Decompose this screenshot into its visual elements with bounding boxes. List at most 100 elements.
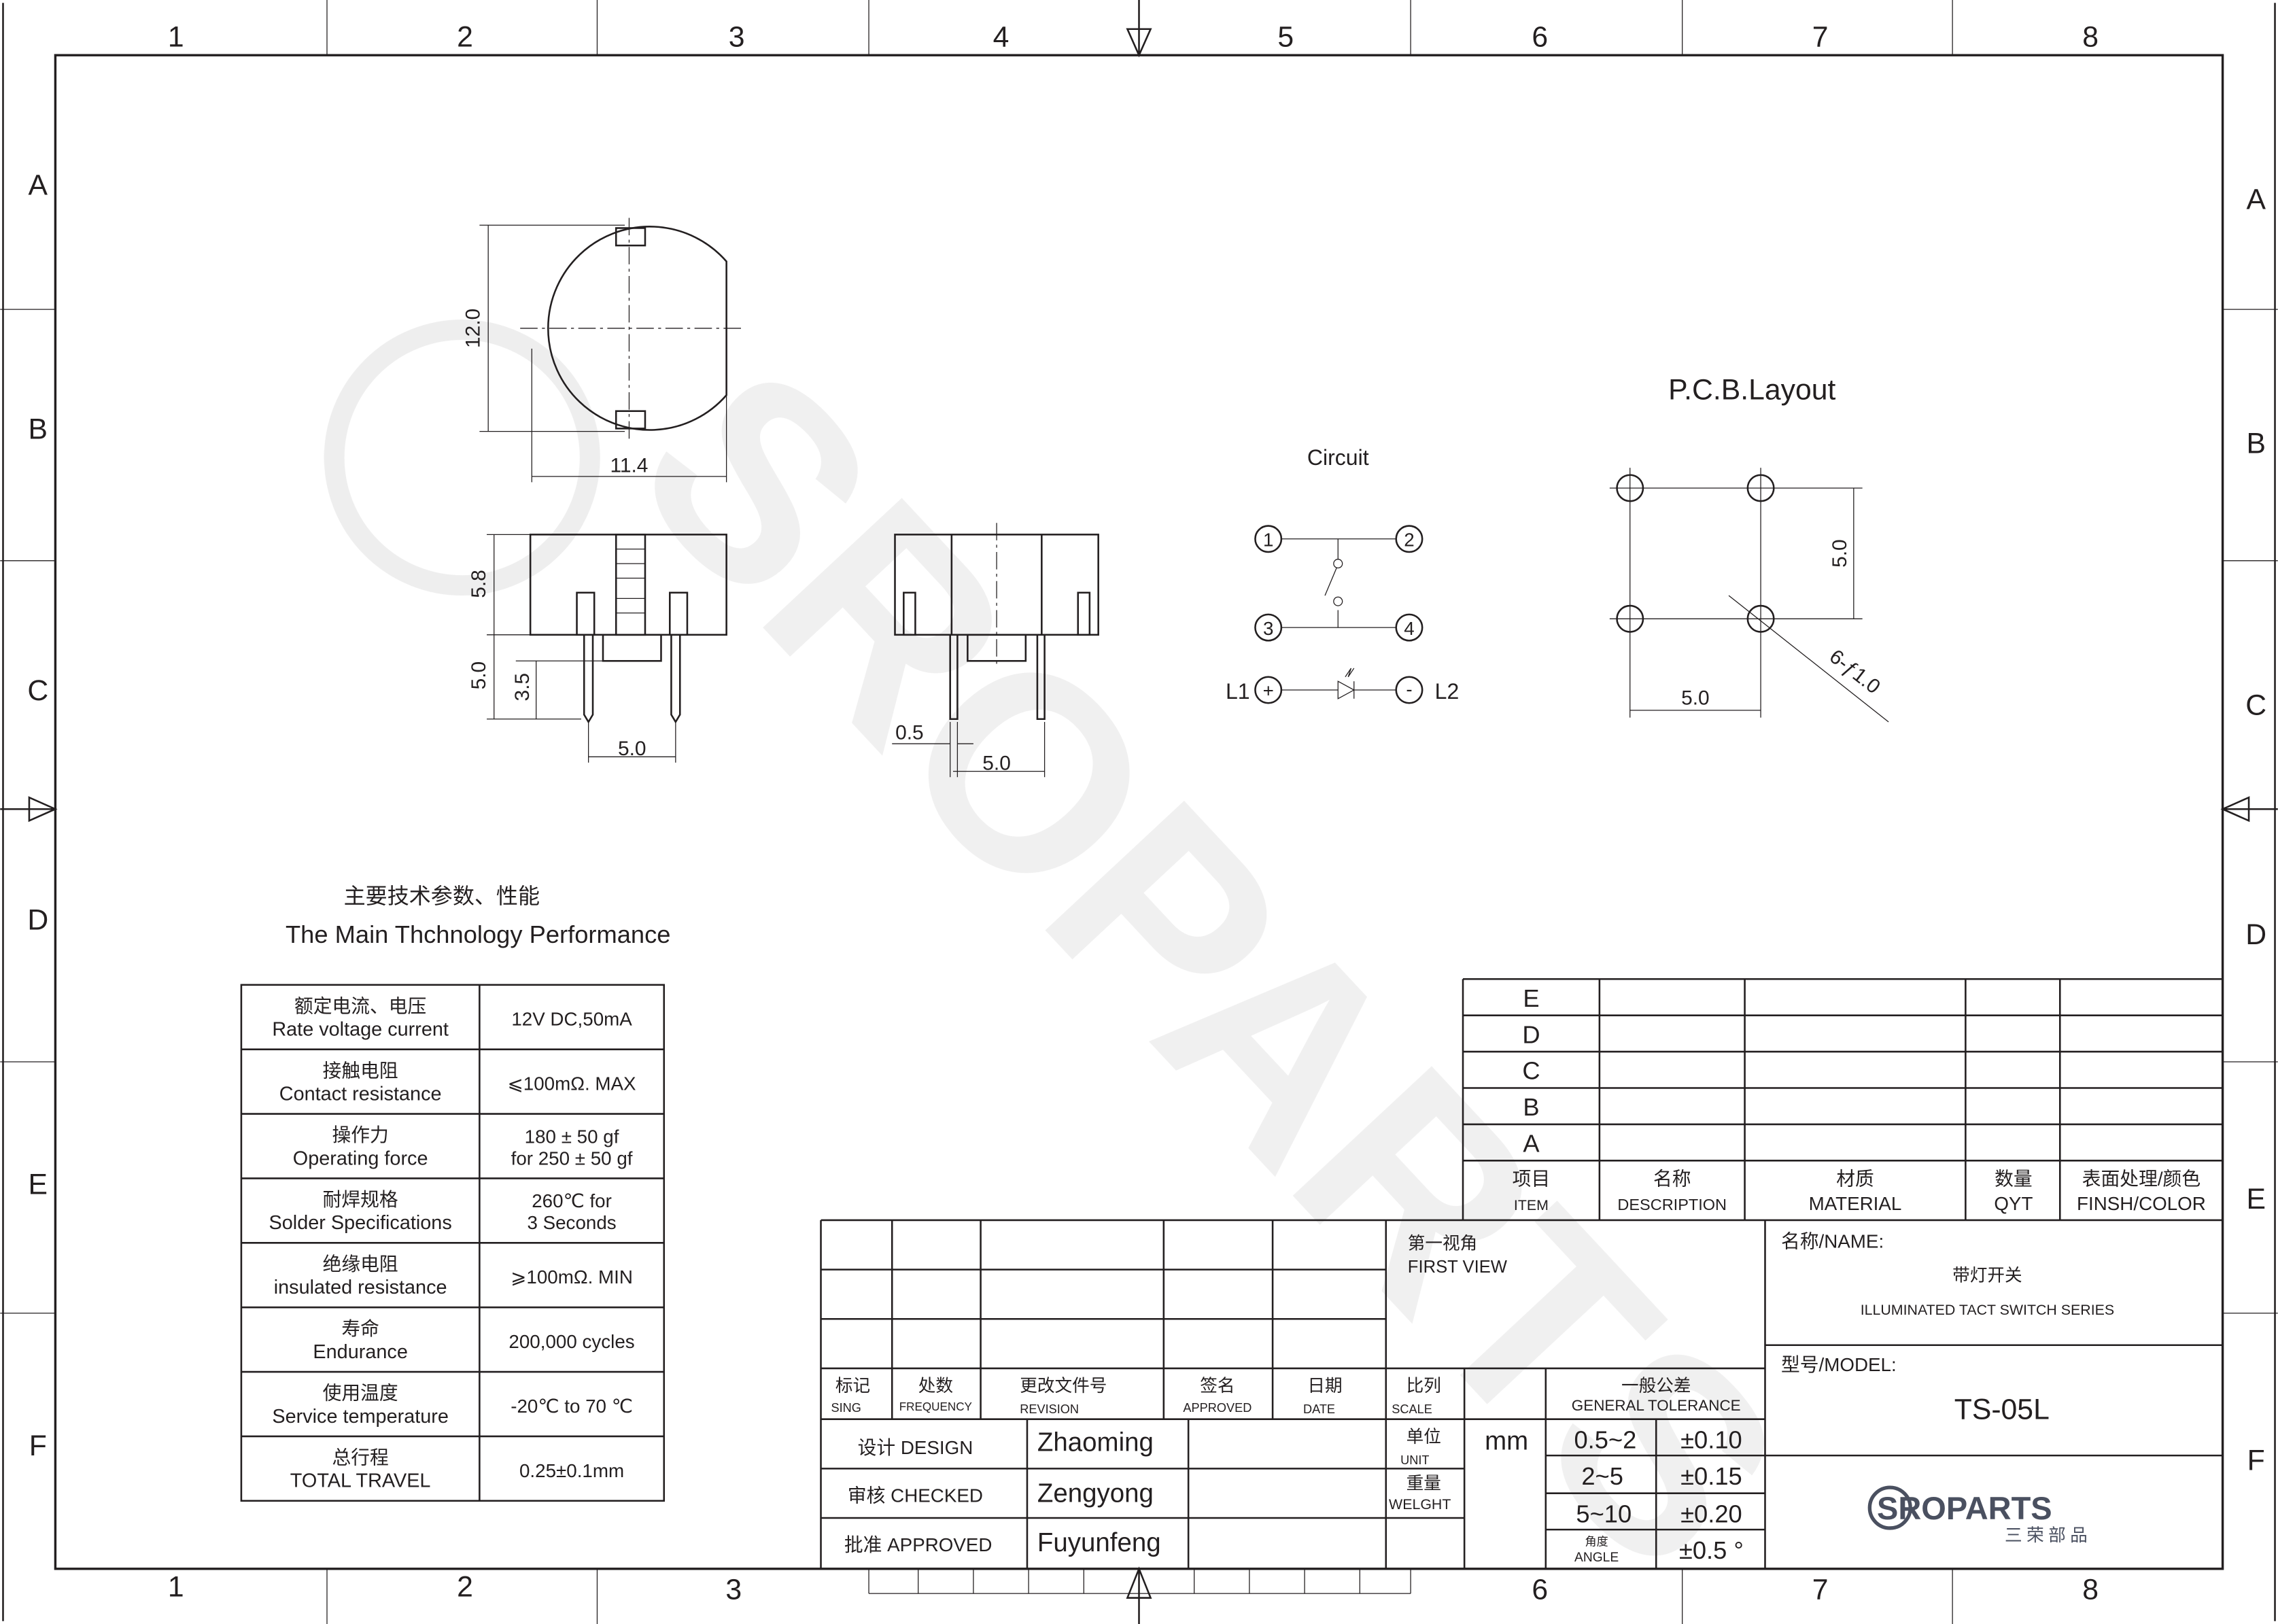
bom-header: 表面处理/颜色	[2082, 1169, 2201, 1190]
unit-label-en: UNIT	[1400, 1453, 1429, 1467]
top-view: 12.0 11.4	[462, 218, 742, 483]
dim-pcb-vertical: 5.0	[1829, 539, 1851, 568]
spec-value: 12V DC,50mA	[511, 1009, 632, 1030]
unit-value: mm	[1485, 1427, 1528, 1456]
tolerance-range: 5~10	[1576, 1500, 1632, 1527]
spec-value: ⩽100mΩ. MAX	[508, 1073, 636, 1094]
zone-row: E	[29, 1168, 48, 1200]
bom-row-label: C	[1522, 1057, 1540, 1085]
title-block: 标记 SING 处数 FREQUENCY 更改文件号 REVISION 签名 A…	[820, 1219, 2223, 1569]
dim-width: 11.4	[610, 454, 648, 477]
pin-label: 2	[1404, 529, 1414, 550]
spec-label-cn: 操作力	[332, 1124, 388, 1145]
zone-row: A	[2246, 184, 2266, 216]
pcb-title: P.C.B.Layout	[1668, 374, 1835, 407]
spec-label-cn: 总行程	[332, 1447, 388, 1468]
spec-label-en: Contact resistance	[279, 1083, 442, 1105]
zone-row: B	[2246, 428, 2266, 460]
dim-pin-width: 0.5	[895, 722, 924, 744]
company-logo: SROPARTS 三荣部品	[1867, 1485, 2092, 1545]
dim-pin-inner: 3.5	[511, 673, 534, 702]
approver-name: Fuyunfeng	[1037, 1528, 1161, 1557]
zone-row: B	[29, 413, 48, 445]
spec-label-en: Rate voltage current	[272, 1019, 449, 1041]
scale-label-en: SCALE	[1392, 1402, 1432, 1416]
bom-header: FINSH/COLOR	[2077, 1193, 2206, 1214]
zone-row: D	[2245, 918, 2266, 951]
angle-label: 角度	[1585, 1536, 1608, 1549]
spec-title-cn: 主要技术参数、性能	[344, 884, 540, 908]
bom-header: 材质	[1836, 1169, 1874, 1190]
pin-label: 3	[1263, 618, 1273, 639]
name-label: 名称/NAME:	[1781, 1231, 1884, 1252]
spec-label-cn: 寿命	[341, 1318, 379, 1339]
tolerance-label: 一般公差	[1621, 1376, 1691, 1396]
spec-label-cn: 额定电流、电压	[294, 995, 426, 1016]
zone-col: 3	[729, 20, 745, 53]
zone-col: 1	[168, 1570, 184, 1603]
rev-header: SING	[831, 1401, 861, 1415]
zone-row: A	[29, 169, 48, 201]
bom-header: ITEM	[1514, 1197, 1549, 1213]
model-label: 型号/MODEL:	[1781, 1354, 1897, 1375]
zone-row: C	[2245, 689, 2266, 721]
bom-header: 名称	[1653, 1169, 1691, 1190]
dim-pin-height: 5.0	[468, 661, 490, 690]
tolerance-value: ±0.10	[1680, 1426, 1742, 1453]
center-mark-right	[2220, 796, 2278, 823]
bom-row-label: B	[1523, 1093, 1539, 1121]
spec-title-en: The Main Thchnology Performance	[286, 920, 671, 948]
zone-col: 2	[457, 1570, 473, 1603]
spec-value: 0.25±0.1mm	[519, 1460, 624, 1481]
zone-col: 2	[457, 20, 473, 53]
checker-name: Zengyong	[1037, 1479, 1154, 1508]
front-view: 0.5 5.0	[892, 523, 1099, 778]
spec-label-cn: 绝缘电阻	[323, 1254, 398, 1275]
pin-label: 4	[1404, 618, 1414, 639]
circuit-title: Circuit	[1307, 445, 1369, 470]
dim-pcb-horizontal: 5.0	[1681, 687, 1710, 709]
bom-header: MATERIAL	[1809, 1193, 1902, 1214]
spec-value: 260℃ for	[532, 1190, 612, 1211]
weight-label: 重量	[1407, 1473, 1441, 1493]
model-number: TS-05L	[1954, 1394, 2050, 1426]
first-view-cn: 第一视角	[1408, 1234, 1478, 1254]
dim-pitch: 5.0	[618, 738, 646, 760]
zone-col: 7	[1812, 20, 1829, 53]
tolerance-label-en: GENERAL TOLERANCE	[1572, 1397, 1741, 1414]
rev-header: 签名	[1200, 1376, 1235, 1396]
zone-row: C	[27, 674, 48, 707]
zone-row: E	[2246, 1183, 2266, 1215]
bom-header: 项目	[1513, 1169, 1551, 1190]
approved-label: 批准 APPROVED	[844, 1534, 993, 1555]
zone-col: 7	[1812, 1574, 1829, 1606]
rev-header: APPROVED	[1183, 1401, 1252, 1415]
unit-label: 单位	[1407, 1427, 1441, 1447]
svg-text:三荣部品: 三荣部品	[2005, 1525, 2092, 1545]
spec-value: -20℃ to 70 ℃	[511, 1396, 633, 1417]
rev-header: FREQUENCY	[899, 1400, 973, 1413]
center-mark-bottom	[1126, 1566, 1152, 1624]
tolerance-range: 0.5~2	[1574, 1426, 1636, 1453]
side-view: 5.8 5.0 3.5 5.0	[468, 534, 727, 763]
spec-label-cn: 接触电阻	[323, 1060, 398, 1081]
l2-label: L2	[1435, 679, 1460, 704]
rev-header: 日期	[1307, 1377, 1342, 1396]
tolerance-value: ±0.20	[1680, 1500, 1742, 1527]
bom-row-label: A	[1523, 1130, 1540, 1158]
product-name-en: ILLUMINATED TACT SWITCH SERIES	[1861, 1302, 2114, 1318]
spec-label-en: insulated resistance	[274, 1277, 447, 1298]
spec-value: for 250 ± 50 gf	[511, 1147, 633, 1169]
pin-label: 1	[1263, 529, 1273, 550]
dim-body-height: 5.8	[468, 570, 490, 598]
bom-header: QYT	[1994, 1193, 2033, 1214]
zone-col: 8	[2082, 1574, 2099, 1606]
product-name-cn: 带灯开关	[1952, 1266, 2022, 1285]
designer-name: Zhaoming	[1037, 1428, 1154, 1457]
rev-header: 更改文件号	[1020, 1376, 1107, 1396]
tolerance-range: 2~5	[1581, 1462, 1623, 1490]
zone-col: 5	[1277, 20, 1294, 53]
design-label: 设计 DESIGN	[858, 1437, 973, 1458]
